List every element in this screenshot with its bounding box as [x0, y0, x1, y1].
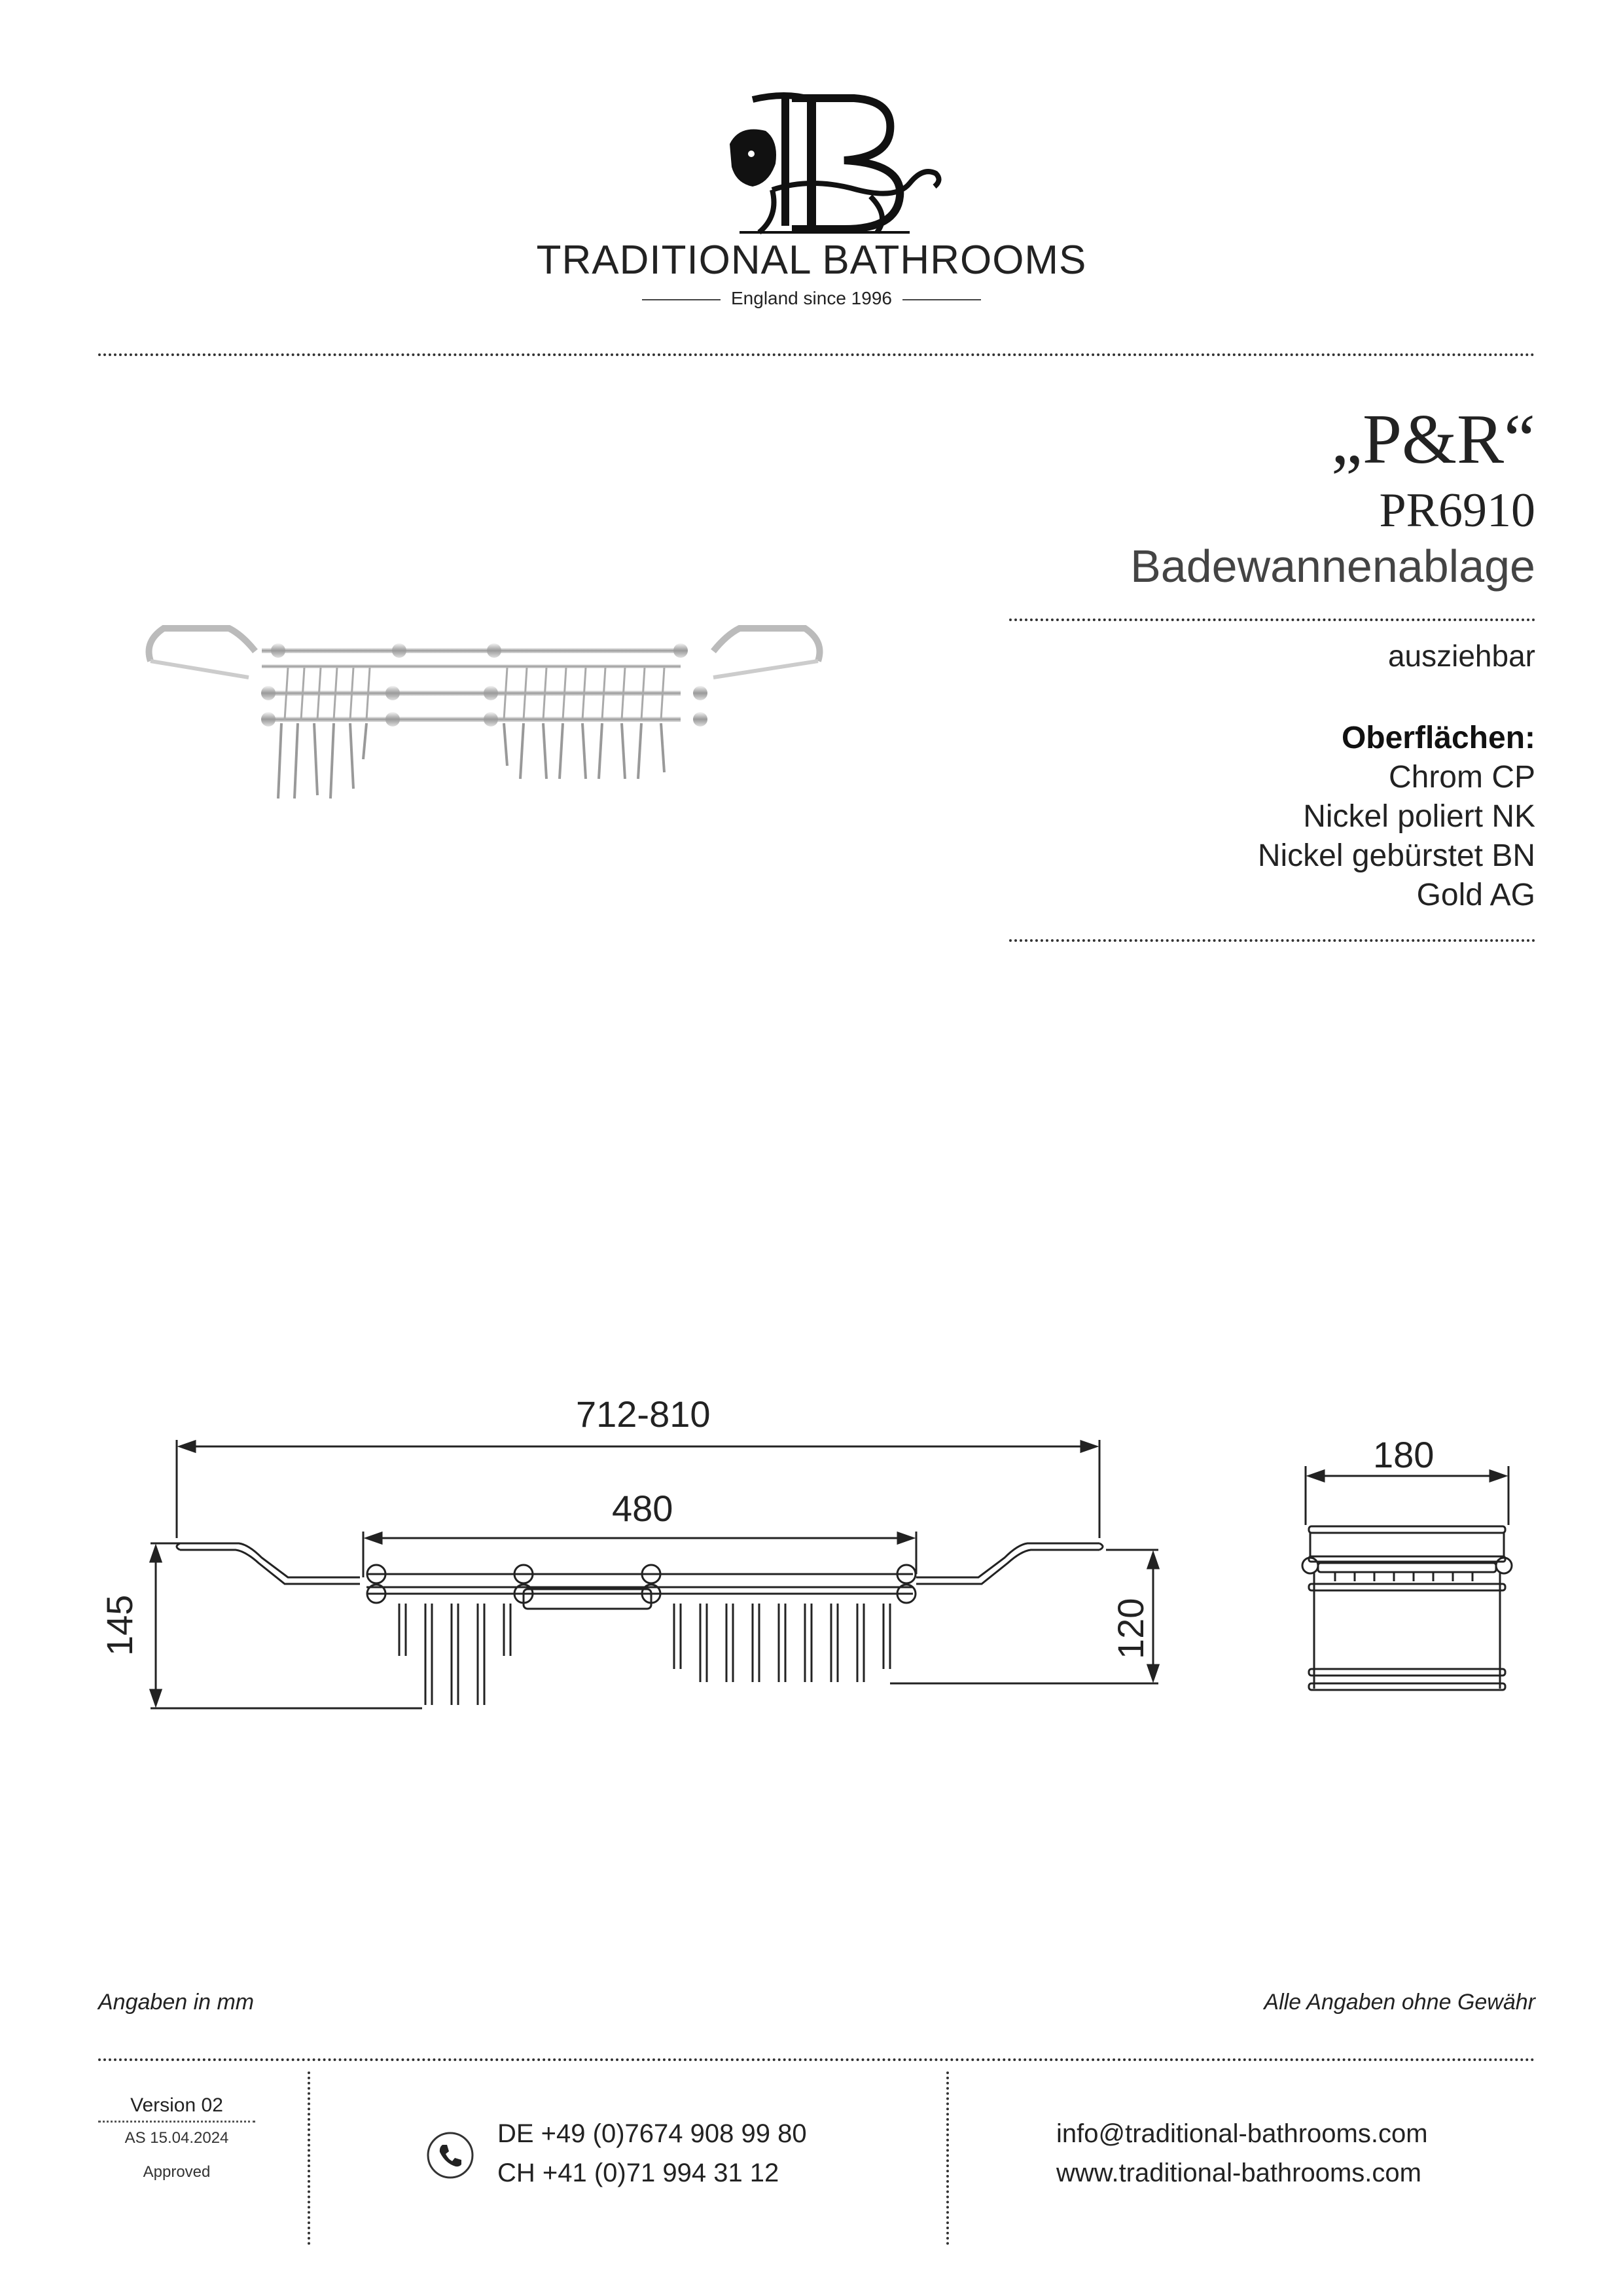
- phone-icon: [425, 2130, 475, 2180]
- product-feature: ausziehbar: [1387, 639, 1535, 673]
- disclaimer-note: Alle Angaben ohne Gewähr: [1264, 1990, 1535, 2015]
- email-link[interactable]: info@traditional-bathrooms.com: [1056, 2119, 1428, 2148]
- header-divider: [98, 353, 1535, 356]
- phone-block: DE +49 (0)7674 908 99 80 CH +41 (0)71 99…: [497, 2114, 807, 2193]
- footer-separator: [308, 2072, 310, 2245]
- product-image: [137, 615, 831, 812]
- finishes-divider: [1009, 939, 1535, 942]
- phone-ch[interactable]: CH +41 (0)71 994 31 12: [497, 2159, 779, 2187]
- footer-divider: [98, 2058, 1535, 2061]
- product-series: „P&R“: [1331, 401, 1535, 478]
- dim-depth: 180: [1373, 1434, 1435, 1475]
- version-label: Version 02: [130, 2094, 223, 2116]
- product-name: Badewannenablage: [1130, 541, 1535, 592]
- finish-item: Chrom CP: [1388, 760, 1535, 795]
- finish-item: Nickel poliert NK: [1303, 799, 1535, 834]
- dim-basket-length: 480: [612, 1488, 673, 1529]
- version-divider: [98, 2121, 255, 2123]
- finishes-heading: Oberflächen:: [1341, 721, 1535, 755]
- front-view-drawing: [98, 1420, 1185, 1728]
- lion-monogram-icon: [730, 92, 942, 235]
- product-code: PR6910: [1379, 484, 1535, 537]
- brand-logo: [713, 92, 949, 236]
- title-divider: [1009, 619, 1535, 621]
- brand-tagline: England since 1996: [0, 288, 1623, 309]
- version-block: Version 02 AS 15.04.2024 Approved: [98, 2094, 255, 2181]
- finish-item: Nickel gebürstet BN: [1257, 838, 1535, 873]
- side-view-drawing: [1296, 1453, 1518, 1715]
- online-block: info@traditional-bathrooms.com www.tradi…: [1056, 2114, 1428, 2193]
- dim-overall-length: 712-810: [576, 1393, 711, 1435]
- units-note: Angaben in mm: [98, 1990, 255, 2015]
- finish-item: Gold AG: [1416, 878, 1535, 912]
- brand-name: TRADITIONAL BATHROOMS: [536, 238, 1087, 283]
- website-link[interactable]: www.traditional-bathrooms.com: [1056, 2159, 1421, 2187]
- tagline-text: England since 1996: [731, 288, 892, 308]
- footer-separator: [946, 2072, 949, 2245]
- version-date: AS 15.04.2024: [124, 2129, 229, 2147]
- approval-status: Approved: [143, 2163, 211, 2181]
- phone-de[interactable]: DE +49 (0)7674 908 99 80: [497, 2119, 807, 2148]
